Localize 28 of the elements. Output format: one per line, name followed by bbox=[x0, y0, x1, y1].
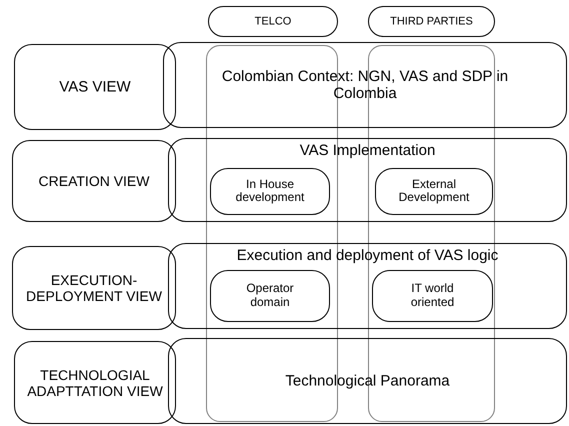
node-label: TECHNOLOGIAL ADAPTTATION VIEW bbox=[26, 366, 164, 399]
layer-box bbox=[168, 138, 567, 222]
component-box bbox=[372, 270, 493, 322]
node-label: VAS VIEW bbox=[58, 78, 132, 96]
node-label: Technological Panorama bbox=[284, 372, 451, 390]
node-label: External Development bbox=[398, 178, 470, 206]
layer-box bbox=[163, 42, 567, 128]
node-label: Execution and deployment of VAS logic bbox=[236, 247, 500, 264]
view-box bbox=[14, 44, 176, 130]
node-label: In House development bbox=[234, 178, 306, 206]
component-box bbox=[210, 270, 330, 322]
node-label: CREATION VIEW bbox=[38, 172, 150, 190]
node-label: VAS Implementation bbox=[298, 142, 436, 160]
view-box bbox=[12, 140, 176, 222]
view-box bbox=[14, 341, 176, 424]
view-box bbox=[12, 246, 176, 330]
node-label: Colombian Context: NGN, VAS and SDP in Colombia bbox=[220, 68, 510, 102]
layer-box bbox=[168, 243, 567, 329]
node-label: THIRD PARTIES bbox=[389, 15, 474, 28]
component-box bbox=[210, 168, 330, 215]
node-label: Operator domain bbox=[245, 282, 295, 310]
header-box bbox=[368, 6, 495, 37]
header-box bbox=[208, 6, 338, 37]
node-label: IT world oriented bbox=[410, 282, 456, 310]
component-box bbox=[375, 168, 493, 215]
node-label: EXECUTION-DEPLOYMENT VIEW bbox=[25, 272, 163, 304]
layer-box bbox=[168, 338, 567, 424]
node-label: TELCO bbox=[254, 15, 292, 28]
